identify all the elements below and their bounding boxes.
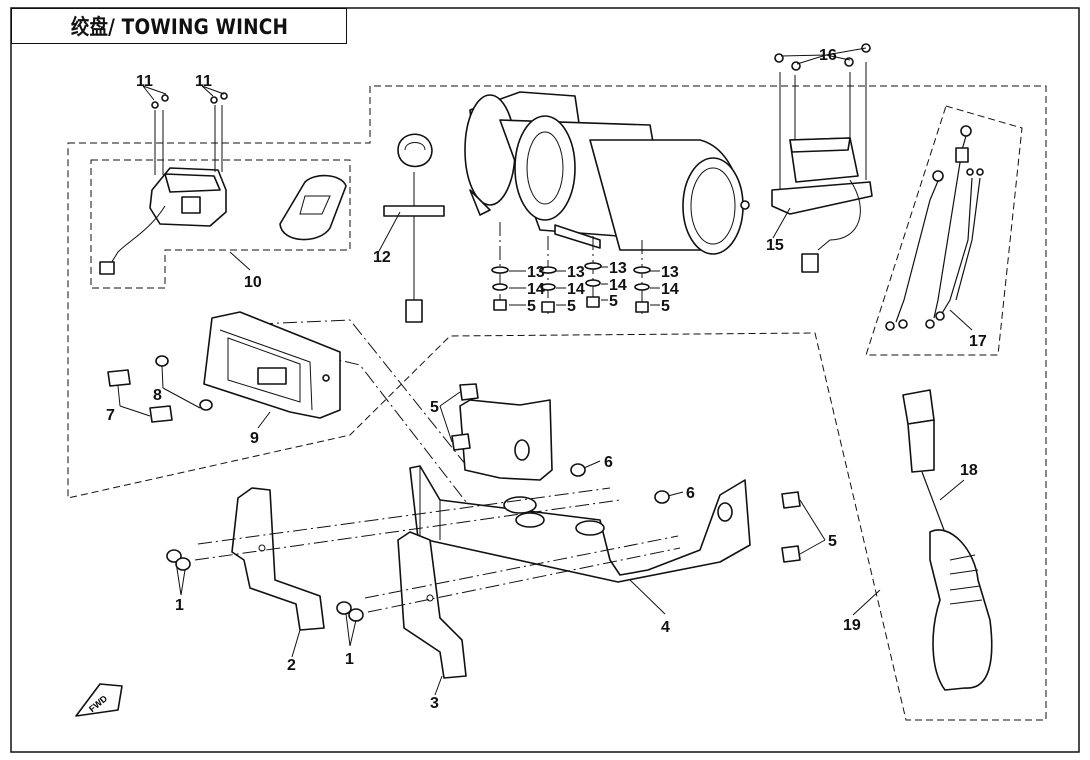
winch-cables	[885, 125, 984, 331]
callout-16: 16	[819, 47, 837, 64]
callout-6a: 6	[604, 454, 613, 471]
callout-14a: 14	[527, 281, 545, 298]
leader-lines	[117, 47, 973, 696]
callout-5b: 5	[527, 298, 536, 315]
callout-3: 3	[430, 695, 439, 712]
callout-5f: 5	[828, 533, 837, 550]
bracket-bolts	[451, 383, 801, 563]
callout-1a: 1	[175, 597, 184, 614]
callout-14b: 14	[567, 281, 585, 298]
callout-5c: 5	[567, 298, 576, 315]
callout-5a: 5	[430, 399, 439, 416]
fairlead-bolts	[107, 355, 213, 423]
controller-screws	[151, 92, 228, 175]
callout-15: 15	[766, 237, 784, 254]
right-side-bracket	[397, 531, 467, 679]
callout-5d: 5	[609, 293, 618, 310]
callout-6b: 6	[686, 485, 695, 502]
diagram-title: 绞盘/ TOWING WINCH	[70, 15, 288, 39]
callout-11b: 11	[195, 73, 212, 90]
callout-14d: 14	[661, 281, 679, 298]
callout-4: 4	[661, 619, 670, 636]
winch-mount-bracket	[409, 399, 751, 583]
callout-labels: 11 11 16 10 12 15 17 18 19 7 8 9 5 6 6 5…	[106, 47, 987, 712]
diagram-frame	[10, 7, 1080, 753]
centerline-a	[234, 319, 471, 471]
side-bracket-bolts	[166, 487, 681, 622]
assembly-boundary	[67, 85, 1047, 721]
winch-assembly	[464, 91, 750, 255]
callout-1b: 1	[345, 651, 354, 668]
left-side-bracket	[231, 487, 325, 631]
callout-8: 8	[153, 387, 162, 404]
callout-7: 7	[106, 407, 115, 424]
callout-14c: 14	[609, 277, 627, 294]
callout-13c: 13	[609, 260, 627, 277]
callout-17: 17	[969, 333, 987, 350]
callout-2: 2	[287, 657, 296, 674]
winch-fastener-stacks	[491, 222, 651, 314]
wireless-controller	[99, 167, 227, 275]
title-box: 绞盘/ TOWING WINCH	[11, 8, 347, 44]
callout-9: 9	[250, 430, 259, 447]
remote-fob	[279, 174, 347, 241]
handlebar-switch	[383, 133, 445, 323]
winch-contactor	[771, 43, 873, 273]
callout-19: 19	[843, 617, 861, 634]
hand-remote	[902, 389, 993, 691]
callout-10: 10	[244, 274, 262, 291]
callout-12: 12	[373, 249, 391, 266]
controller-group-box	[90, 159, 351, 289]
forward-arrow-icon: FWD	[75, 683, 123, 717]
callout-13d: 13	[661, 264, 679, 281]
callout-11a: 11	[136, 73, 153, 90]
roller-fairlead	[203, 311, 341, 419]
callout-5e: 5	[661, 298, 670, 315]
callout-13a: 13	[527, 264, 545, 281]
callout-13b: 13	[567, 264, 585, 281]
callout-18: 18	[960, 462, 978, 479]
